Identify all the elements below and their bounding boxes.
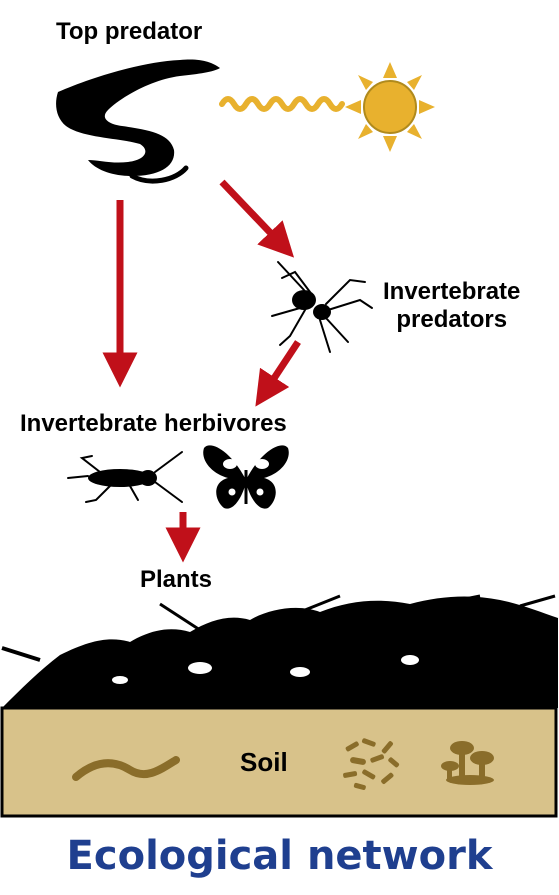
arrow-top-to-spider	[219, 179, 295, 258]
label-invertebrate-herbivores: Invertebrate herbivores	[20, 410, 287, 437]
spider-icon	[271, 261, 373, 353]
sun-icon	[345, 62, 435, 152]
label-invertebrate-predators: Invertebrate predators	[383, 278, 520, 333]
label-top-predator: Top predator	[56, 18, 203, 45]
plant-mat-icon	[1, 594, 558, 708]
label-soil: Soil	[240, 747, 288, 777]
footer-title: Ecological network	[66, 833, 493, 879]
butterfly-icon	[203, 445, 289, 509]
label-invertebrate-predators-line1: Invertebrate	[383, 278, 521, 305]
cricket-icon	[67, 451, 183, 503]
sun-wave-icon	[219, 96, 345, 112]
arrow-spider-to-herbivores	[255, 340, 301, 407]
snake-icon	[56, 59, 220, 184]
fungi-icon	[441, 741, 494, 785]
label-invertebrate-predators-line2: predators	[396, 305, 508, 333]
worm-icon	[72, 756, 180, 781]
microbes-icon	[343, 738, 400, 791]
label-plants: Plants	[140, 566, 213, 593]
